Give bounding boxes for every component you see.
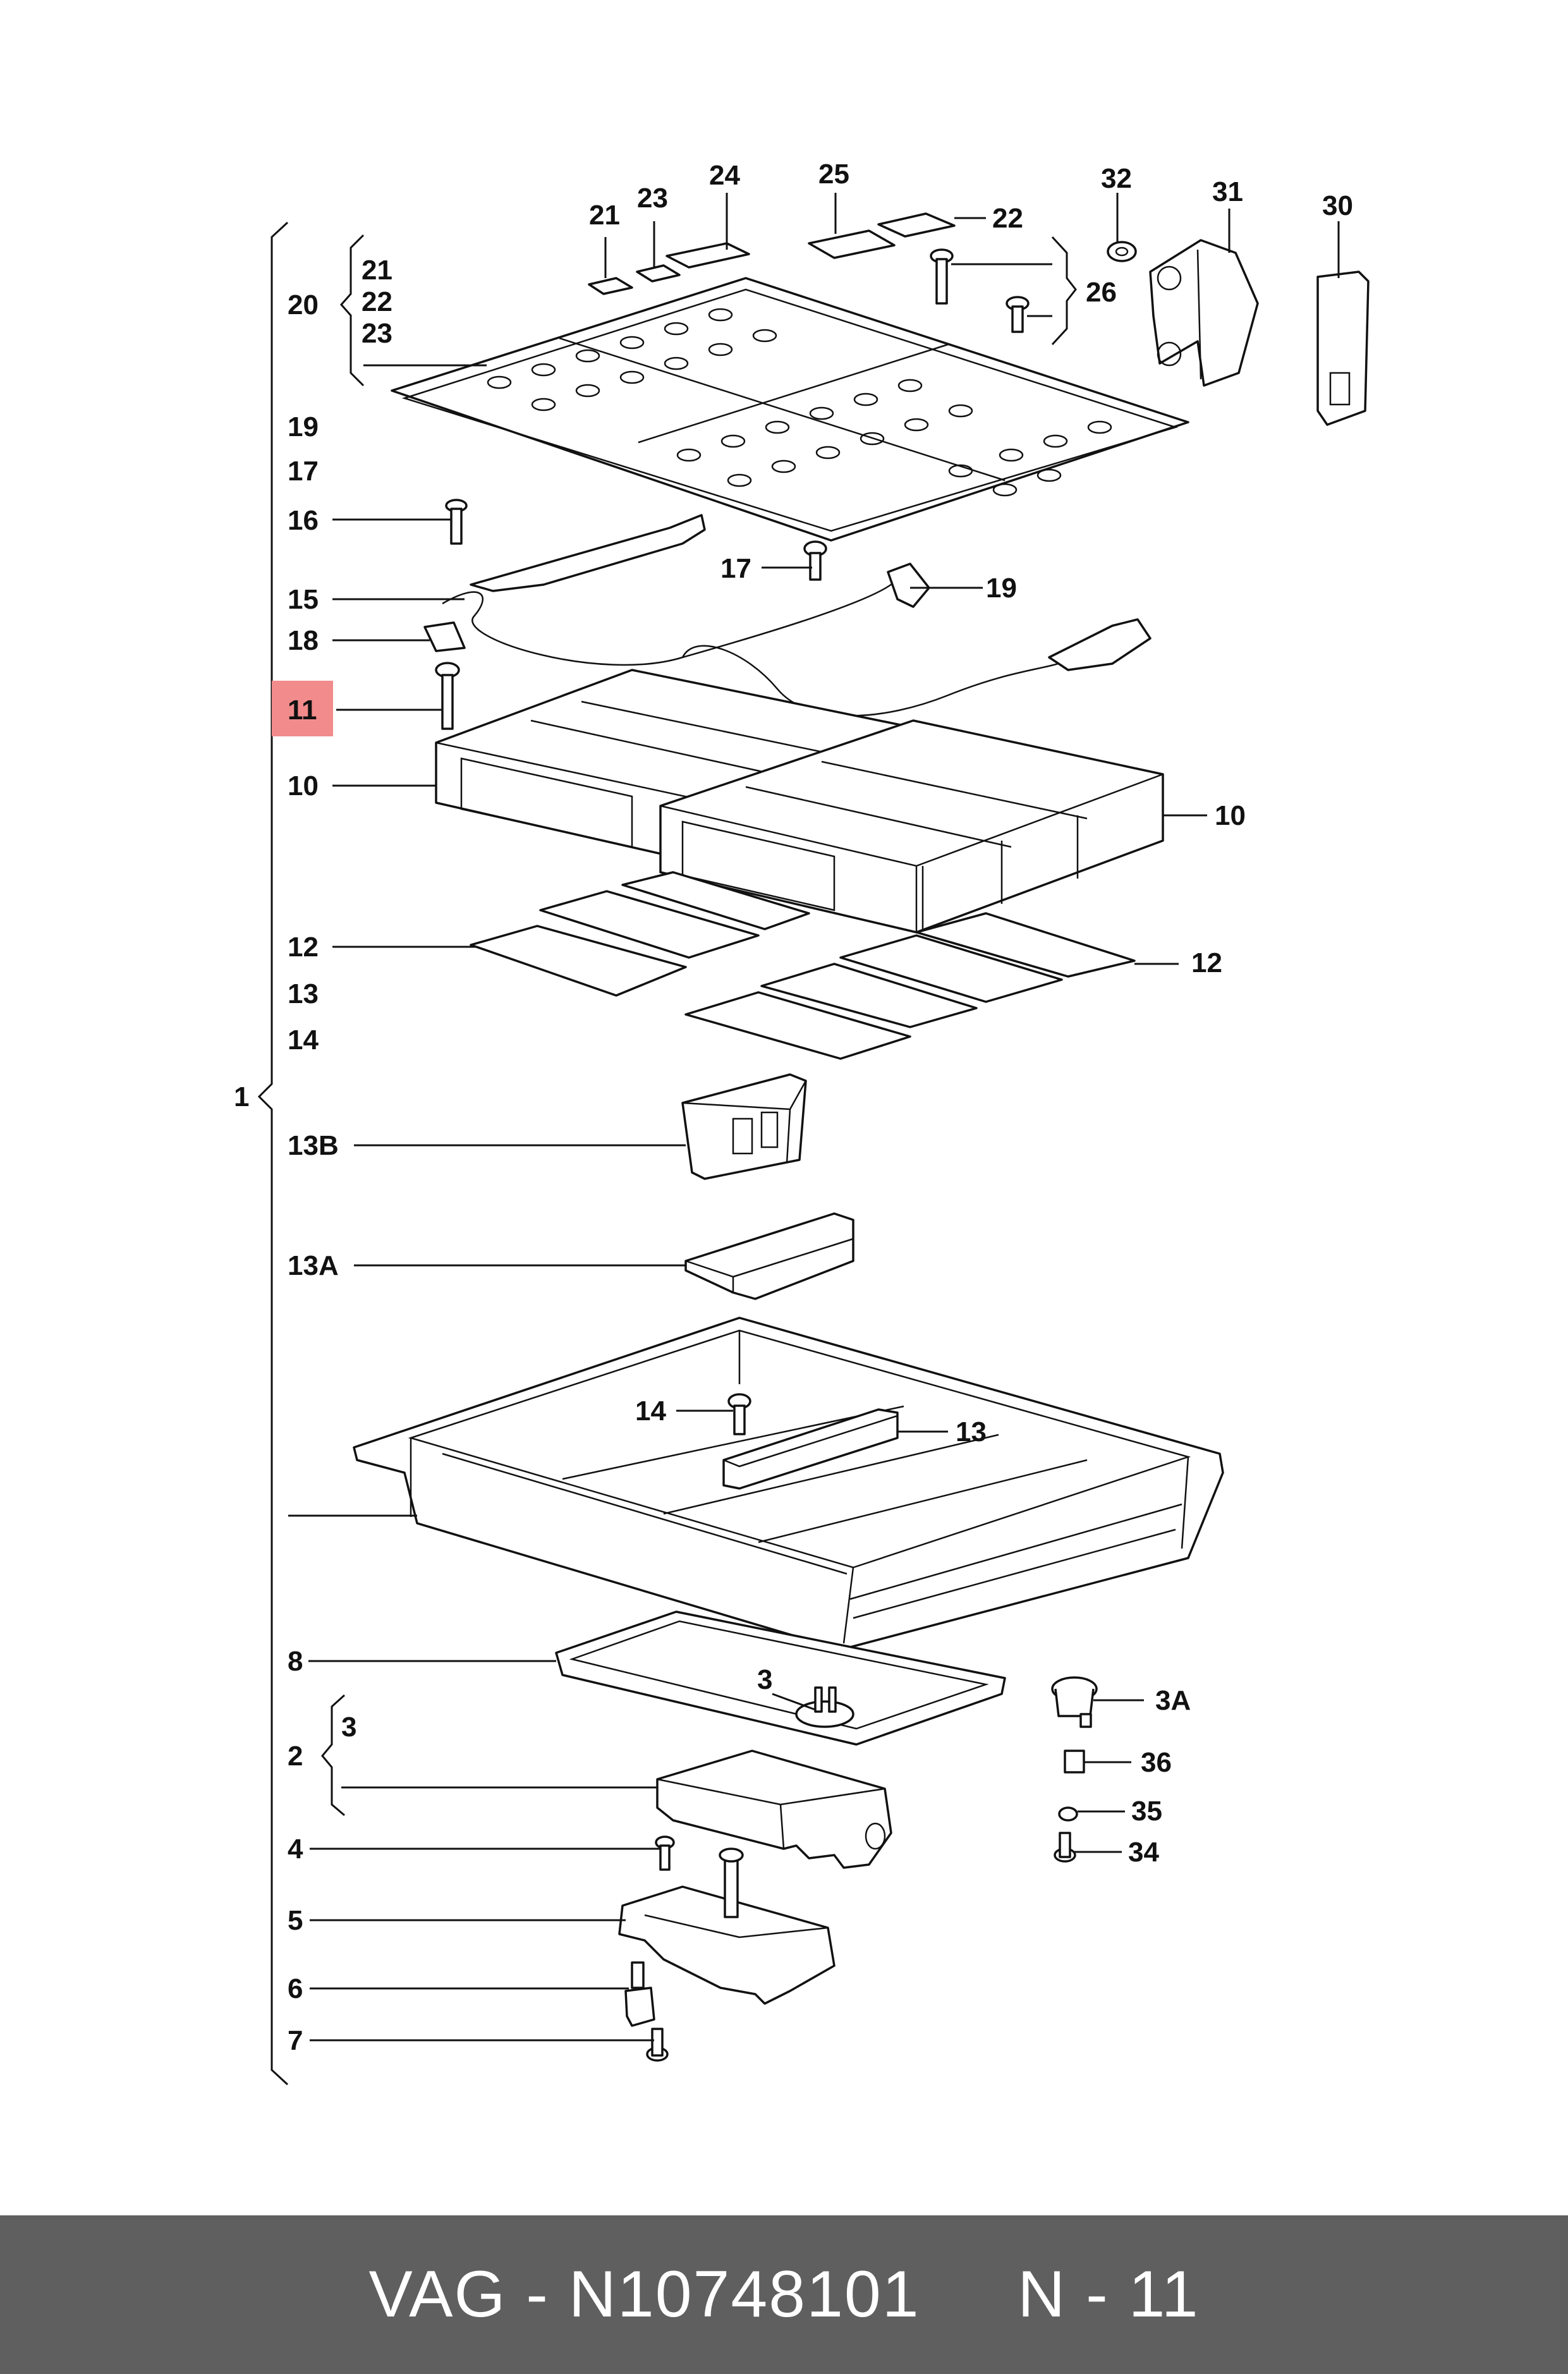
label-32: 32 xyxy=(1101,163,1132,194)
label-34: 34 xyxy=(1128,1837,1159,1868)
label-3: 3 xyxy=(757,1664,772,1695)
bolt-17 xyxy=(803,540,827,581)
part-36 xyxy=(1064,1750,1085,1774)
bolt-34 xyxy=(1054,1832,1076,1863)
label-3-group: 3 xyxy=(341,1712,356,1743)
label-36: 36 xyxy=(1141,1747,1172,1778)
connector-19 xyxy=(887,563,930,608)
label-10-right: 10 xyxy=(1215,800,1246,831)
pad-23 xyxy=(636,264,681,283)
part-number-caption: VAG - N10748101 N - 11 xyxy=(368,2258,1200,2331)
rail-13A xyxy=(684,1212,854,1300)
label-4: 4 xyxy=(288,1834,303,1865)
footer-bar: VAG - N10748101 N - 11 xyxy=(0,2215,1568,2374)
label-14: 14 xyxy=(288,1025,319,1056)
pad-22 xyxy=(877,212,956,238)
clip-18 xyxy=(423,621,466,652)
bracket-group-2 xyxy=(321,1694,346,1817)
label-14-right: 14 xyxy=(635,1396,666,1427)
bracket-group-20 xyxy=(339,234,365,387)
label-21: 21 xyxy=(362,255,392,286)
label-18: 18 xyxy=(288,625,319,656)
label-11: 11 xyxy=(288,695,317,726)
label-19-right: 19 xyxy=(986,573,1017,604)
label-5: 5 xyxy=(288,1905,303,1936)
bolt-26b xyxy=(1006,296,1030,333)
wiring-harness-15 xyxy=(442,514,1152,717)
insulation-sheets-12 xyxy=(470,871,1136,1060)
label-10: 10 xyxy=(288,770,319,801)
label-17: 17 xyxy=(288,456,319,487)
label-21-top: 21 xyxy=(589,200,620,231)
label-2: 2 xyxy=(288,1741,303,1772)
bolt-16 xyxy=(445,499,468,545)
label-24: 24 xyxy=(709,160,740,191)
label-20: 20 xyxy=(288,289,319,320)
label-3A: 3A xyxy=(1155,1685,1191,1716)
label-17-right: 17 xyxy=(720,553,751,584)
label-1: 1 xyxy=(234,1081,249,1112)
label-12: 12 xyxy=(288,932,319,963)
label-13: 13 xyxy=(288,978,319,1009)
label-16: 16 xyxy=(288,505,319,536)
label-22: 22 xyxy=(362,286,392,317)
label-30: 30 xyxy=(1322,190,1353,221)
label-23: 23 xyxy=(362,318,392,349)
label-13A: 13A xyxy=(288,1250,339,1281)
label-8: 8 xyxy=(288,1646,303,1677)
pad-21 xyxy=(588,277,633,295)
label-13-right: 13 xyxy=(956,1416,987,1447)
battery-cover-plate xyxy=(391,277,1189,542)
label-23-top: 23 xyxy=(637,183,668,214)
label-26: 26 xyxy=(1086,277,1117,308)
bracket-group-26 xyxy=(1051,236,1077,346)
junction-box-5 xyxy=(618,1847,836,2005)
connector-6 xyxy=(624,1961,655,2027)
nut-32 xyxy=(1107,241,1137,262)
bolt-7 xyxy=(646,2028,669,2062)
label-12-right: 12 xyxy=(1191,947,1222,978)
bolt-26a xyxy=(930,248,954,305)
control-unit-2 xyxy=(656,1750,892,1869)
label-7: 7 xyxy=(288,2025,303,2056)
parts-diagram: 1 20 21 22 23 19 17 16 15 18 11 10 12 13… xyxy=(234,159,1370,2086)
battery-module-10-right xyxy=(659,719,1164,934)
battery-tray-housing xyxy=(353,1317,1224,1651)
pad-25 xyxy=(808,229,896,259)
bolt-14 xyxy=(727,1393,751,1435)
nut-35 xyxy=(1058,1806,1078,1822)
highlight-box xyxy=(272,681,333,736)
label-31: 31 xyxy=(1212,176,1243,207)
bolt-4 xyxy=(655,1835,675,1871)
callout-labels: 1 20 21 22 23 19 17 16 15 18 11 10 12 13… xyxy=(234,159,1353,2056)
label-13B: 13B xyxy=(288,1130,339,1161)
label-6: 6 xyxy=(288,1973,303,2004)
pad-24 xyxy=(665,242,750,269)
cover-plate-8 xyxy=(555,1610,1006,1746)
label-25: 25 xyxy=(818,159,849,190)
label-15: 15 xyxy=(288,584,319,615)
bracket-assembly-1 xyxy=(257,221,289,2086)
holder-13B xyxy=(681,1073,807,1180)
bolt-11 xyxy=(435,662,460,730)
label-19: 19 xyxy=(288,411,319,442)
connector-3A xyxy=(1051,1676,1098,1728)
label-35: 35 xyxy=(1131,1796,1162,1827)
label-22-top: 22 xyxy=(992,203,1023,234)
bracket-30 xyxy=(1316,271,1370,426)
leader-lines xyxy=(288,193,1340,2042)
rail-13 xyxy=(722,1408,899,1490)
bracket-31 xyxy=(1149,239,1259,387)
